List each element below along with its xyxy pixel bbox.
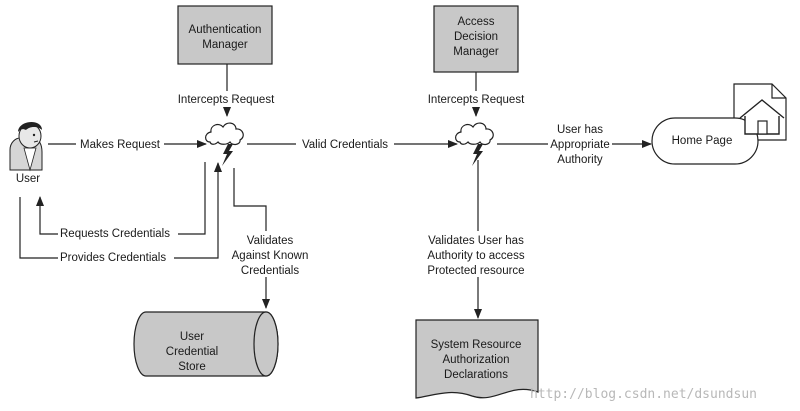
provides-credentials-arrow (19, 162, 222, 259)
validates-known-line-1: Validates (247, 235, 294, 247)
home-page-label: Home Page (672, 135, 733, 147)
validates-user-line-3: Protected resource (427, 265, 524, 277)
interceptor-cloud-icon (205, 122, 244, 166)
credential-store-line-1: User (180, 331, 204, 343)
validates-known-line-3: Credentials (241, 265, 299, 277)
auth-manager-line-1: Authentication (189, 24, 262, 36)
makes-request-label: Makes Request (80, 139, 161, 151)
intercepts-request-label-2: Intercepts Request (428, 94, 525, 106)
access-manager-line-2: Decision (454, 31, 498, 43)
validates-user-line-2: Authority to access (427, 250, 524, 262)
valid-credentials-label: Valid Credentials (302, 139, 388, 151)
home-page-node: Home Page (651, 117, 759, 165)
access-manager-line-1: Access (457, 16, 494, 28)
requests-credentials-arrow (36, 162, 206, 235)
user-has-authority-line-2: Appropriate (550, 139, 609, 151)
system-resource-document: System Resource Authorization Declaratio… (415, 319, 539, 399)
requests-credentials-label: Requests Credentials (60, 228, 170, 240)
interceptor-cloud-icon (455, 122, 494, 166)
system-resource-line-2: Authorization (442, 354, 509, 366)
user-label: User (16, 173, 40, 185)
user-has-authority-line-1: User has (557, 124, 603, 136)
watermark-url: http://blog.csdn.net/dsundsun (530, 387, 757, 402)
auth-manager-line-2: Manager (202, 39, 248, 51)
access-manager-line-3: Manager (453, 46, 499, 58)
user-has-authority-line-3: Authority (557, 154, 603, 166)
credential-store-line-3: Store (178, 361, 206, 373)
access-decision-manager-box: Access Decision Manager (433, 5, 519, 73)
authentication-manager-box: Authentication Manager (177, 5, 273, 65)
validates-known-line-2: Against Known (232, 250, 309, 262)
connectors (19, 64, 652, 319)
system-resource-line-3: Declarations (444, 369, 508, 381)
credential-store-cylinder: User Credential Store (133, 311, 279, 377)
credential-store-line-2: Credential (166, 346, 218, 358)
intercepts-request-label-1: Intercepts Request (178, 94, 275, 106)
user-icon (9, 121, 43, 172)
provides-credentials-label: Provides Credentials (60, 252, 166, 264)
house-icon (739, 99, 785, 135)
validates-user-line-1: Validates User has (428, 235, 524, 247)
system-resource-line-1: System Resource (431, 339, 522, 351)
